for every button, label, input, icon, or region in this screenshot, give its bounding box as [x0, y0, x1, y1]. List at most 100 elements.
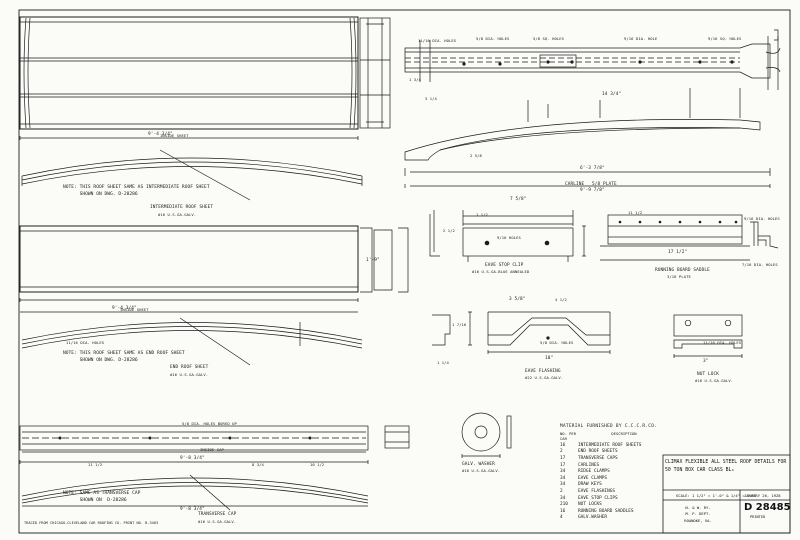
eave-stop-clip	[429, 210, 586, 262]
dim-cap-len-1: 9'-8 3/4"	[180, 456, 205, 461]
dim-d10: 1 7/16	[452, 322, 467, 327]
dim-d9: 4 1/2	[555, 297, 567, 302]
label-intermediate-sheet: INTERMEDIATE ROOF SHEET	[150, 205, 214, 210]
label-inside-sheet-2: INSIDE SHEET	[120, 307, 149, 312]
label-eave-stop-gauge: #16 U.S.GA.BLUE ANNEALED	[472, 269, 530, 274]
callout-11-16-dia-holes-nut: 11/16 DIA. HOLES	[703, 340, 742, 345]
drawing-title: CLIMAX FLEXIBLE ALL STEEL ROOF DETAILS F…	[665, 460, 787, 473]
transverse-cap-arch	[21, 474, 369, 511]
label-galv-washer-gauge: #16 U.S.GA.GALV.	[462, 468, 501, 473]
dim-d1: 1 3/4	[409, 77, 421, 82]
callout-dia-holes-bored: 5/8 DIA. HOLES BORED UP	[182, 421, 237, 426]
dim-roof-len-1: 9'-4 3/4"	[148, 132, 173, 137]
dim-carline-len: 9'-9 7/8"	[580, 188, 605, 193]
running-board-saddle	[600, 214, 779, 261]
label-eave-stop-clip: EAVE STOP CLIP	[485, 263, 524, 268]
dim-flash-height: 3 5/8"	[509, 297, 526, 302]
col-desc: DESCRIPTION	[611, 431, 637, 436]
label-end-gauge: #16 U.S.GA.GALV.	[170, 372, 209, 377]
callout-5-8-sq-holes: 5/8 SQ. HOLES	[533, 36, 565, 41]
label-carline: CARLINE	[565, 182, 585, 187]
dim-d2: 3 1/4	[425, 96, 437, 101]
dim-d12: 10 1/2	[310, 462, 325, 467]
label-galv-washer: GALV. WASHER	[462, 462, 495, 467]
dim-d7: 2 1/2	[443, 228, 455, 233]
label-intermediate-gauge: #16 U.S.GA.GALV.	[158, 212, 197, 217]
label-running-board-plate: 3/16 PLATE	[667, 274, 691, 279]
label-eave-flashing: EAVE FLASHING	[525, 369, 561, 374]
intermediate-roof-sheet-plan	[19, 16, 391, 140]
col-qty: NO. PER CAR	[560, 431, 577, 441]
callout-11-16-dia-holes: 11/16 DIA. HOLES	[418, 38, 457, 43]
drawing-scale: SCALE: 1 1/2" = 1'-0" & 1/4" = 1 FT.	[676, 493, 759, 498]
callout-7-16-dia-holes: 7/16 DIA. HOLES	[742, 262, 778, 267]
dim-cap-len-2: 9'-8 3/4"	[180, 507, 205, 512]
galv-washer	[461, 412, 512, 458]
eave-flashing	[432, 311, 611, 354]
end-roof-sheet-plan	[19, 225, 409, 313]
material-list: MATERIAL FURNISHED BY C.C.C.R.CO. NO. PE…	[560, 424, 670, 521]
traced-note: TRACED FROM CHICAGO-CLEVELAND CAR ROOFIN…	[24, 521, 159, 525]
sheet-border	[18, 9, 791, 534]
dim-saddle-width: 17 1/2"	[668, 250, 688, 255]
callout-11-16-dia-holes-end: 11/16 DIA. HOLES	[66, 340, 105, 345]
dim-d6: 1 1/2	[476, 212, 488, 217]
carline-top-view	[404, 29, 781, 90]
dim-d4: 11 1/2	[628, 210, 643, 215]
note-intermediate: NOTE: THIS ROOF SHEET SAME AS INTERMEDIA…	[63, 185, 210, 197]
label-inside-cap: INSIDE CAP	[200, 447, 224, 452]
railroad-dept: N. & W. RY. M. P. DEPT. ROANOKE, VA.	[684, 505, 712, 523]
label-transverse-cap: TRANSVERSE CAP	[198, 512, 237, 517]
label-carline-plate: 5/8 PLATE	[592, 182, 617, 187]
nut-lock	[673, 314, 743, 358]
end-sheet-arch	[21, 317, 363, 366]
label-transverse-gauge: #16 U.S.GA.GALV.	[198, 519, 237, 524]
carline-elevation	[404, 88, 771, 188]
callout-5-8-dia-holes-flashing: 5/8 DIA. HOLES	[540, 340, 574, 345]
dim-clip-width: 7 5/8"	[510, 197, 527, 202]
callout-5-8-dia-holes: 5/8 DIA. HOLES	[476, 36, 510, 41]
callout-9-16-sq-holes: 9/16 SQ. HOLES	[708, 36, 742, 41]
title-block	[662, 454, 791, 534]
intermediate-sheet-arch	[21, 149, 363, 201]
label-nut-lock-gauge: #16 U.S.GA.GALV.	[695, 378, 734, 383]
drawing-date: JANUARY 26, 1928	[744, 493, 781, 498]
label-eave-flashing-gauge: #22 U.S.GA.GALV.	[525, 375, 564, 380]
dim-nut-width: 3"	[703, 359, 709, 364]
drawing-number: D 28485	[744, 502, 791, 513]
callout-9-16-holes: 9/16 HOLES	[497, 235, 521, 240]
dim-carline-rise: 14 3/4"	[602, 92, 622, 97]
dim-carline-sub: 6'-3 7/8"	[580, 166, 605, 171]
dim-d8: 1 1/4	[437, 360, 449, 365]
material-columns: NO. PER CAR DESCRIPTION	[560, 431, 670, 441]
label-nut-lock: NUT LOCK	[697, 372, 719, 377]
dim-roof-len-2: 9'-4 3/4"	[112, 306, 137, 311]
callout-9-16-dia-holes: 9/16 DIA. HOLES	[744, 216, 780, 221]
callout-9-16-dia-hole: 9/16 DIA. HOLE	[624, 36, 658, 41]
material-header: MATERIAL FURNISHED BY C.C.C.R.CO.	[560, 424, 658, 429]
dim-d3: 2 5/8	[470, 153, 482, 158]
dim-d11: 11 1/2	[88, 462, 103, 467]
note-end: NOTE: THIS ROOF SHEET SAME AS END ROOF S…	[63, 351, 185, 363]
dim-d5: 8 3/4	[252, 462, 264, 467]
label-running-board-saddle: RUNNING BOARD SADDLE	[655, 268, 710, 273]
dim-side-1: 1'-9"	[366, 258, 380, 263]
transverse-cap-plan	[19, 425, 410, 464]
label-inside-sheet-1: INSIDE SHEET	[160, 133, 189, 138]
printed-stamp: PRINTED	[750, 515, 766, 519]
note-transverse: NOTE: SAME AS TRANSVERSE CAP SHOWN ON D-…	[63, 491, 141, 503]
